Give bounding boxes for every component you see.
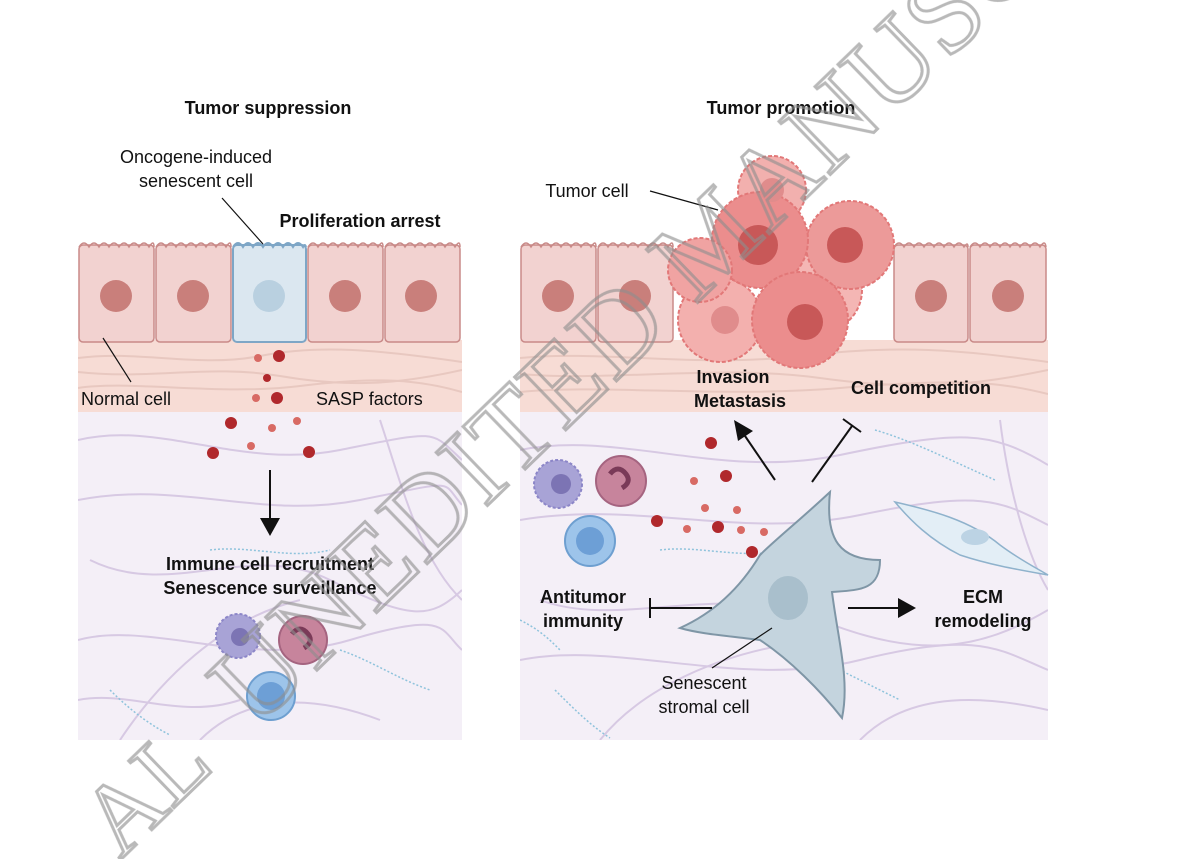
invasion-arrow (734, 420, 776, 481)
normal-cell-label: Normal cell (81, 389, 171, 409)
senescence-surveillance-label: Senescence surveillance (163, 578, 376, 598)
stromal-leader-line (711, 627, 773, 669)
stromal-label-line1: Senescent (661, 673, 746, 693)
right-panel (520, 155, 1049, 740)
lymphocyte (564, 515, 616, 567)
invasion-label: Invasion (696, 367, 769, 387)
left-panel (78, 197, 462, 740)
neutrophil (278, 615, 328, 665)
epithelium-left (78, 242, 461, 343)
collagen-fibers-left (109, 548, 431, 736)
immune-cells-right (533, 455, 647, 567)
normal-cell-leader-line (102, 337, 132, 383)
cell-competition-label: Cell competition (851, 378, 991, 398)
lymphocyte (246, 671, 296, 721)
sasp-factors-right (651, 437, 768, 558)
ecm-label-line2: remodeling (934, 611, 1031, 631)
oncogene-leader-line (221, 197, 264, 245)
senescent-stromal-cell (677, 489, 882, 721)
right-panel-title: Tumor promotion (707, 98, 856, 118)
antitumor-label-line1: Antitumor (540, 587, 626, 607)
macrophage (533, 459, 583, 509)
recruitment-arrow (260, 470, 280, 536)
ecm-arrow (848, 598, 916, 618)
fibroblast (893, 500, 1049, 576)
metastasis-label: Metastasis (694, 391, 786, 411)
immune-cells-left (215, 613, 328, 721)
sasp-factors-label: SASP factors (316, 389, 423, 409)
ecm-label-line1: ECM (963, 587, 1003, 607)
oncogene-label-line1: Oncogene-induced (120, 147, 272, 167)
tumor-cell-leader-line (649, 190, 719, 211)
normal-cell (520, 242, 597, 343)
senescent-cell (232, 242, 307, 343)
normal-cell (307, 242, 384, 343)
collagen-fibers-right (520, 429, 996, 739)
macrophage (215, 613, 261, 659)
stromal-label-line2: stromal cell (658, 697, 749, 717)
normal-cell (969, 242, 1047, 343)
tumor-cell-label: Tumor cell (545, 181, 628, 201)
normal-cell (155, 242, 232, 343)
immune-recruitment-label: Immune cell recruitment (166, 554, 374, 574)
epithelium-right (520, 242, 1047, 343)
normal-cell (384, 242, 461, 343)
tumor-mass (667, 155, 895, 369)
sasp-factors-left (207, 350, 315, 459)
competition-inhibition (811, 418, 862, 483)
normal-cell (893, 242, 969, 343)
oncogene-label-line2: senescent cell (139, 171, 253, 191)
neutrophil (595, 455, 647, 507)
antitumor-label-line2: immunity (543, 611, 623, 631)
labels: Tumor suppression Oncogene-induced senes… (81, 98, 1032, 717)
normal-cell (597, 242, 674, 343)
normal-cell (78, 242, 155, 343)
left-panel-title: Tumor suppression (185, 98, 352, 118)
antitumor-inhibition (649, 598, 712, 618)
proliferation-arrest-label: Proliferation arrest (279, 211, 440, 231)
